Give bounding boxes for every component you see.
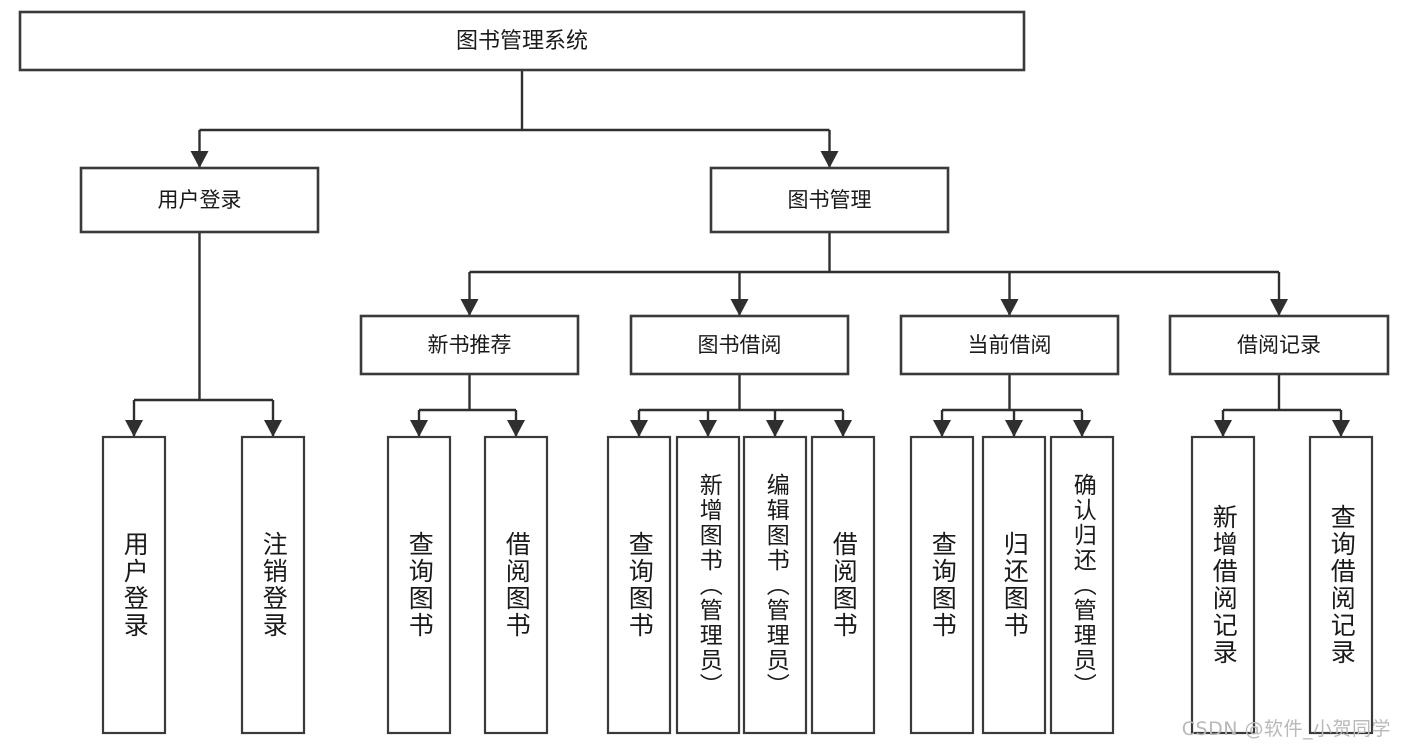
node-box-leaf-user-logout[interactable]: [240, 435, 306, 735]
node-box-current-borrow[interactable]: [899, 314, 1120, 376]
node-label-current-borrow: 当前借阅: [968, 333, 1052, 357]
node-box-leaf-add-book[interactable]: [675, 435, 741, 735]
arrow-head-icon-leaf-user-logout: [264, 420, 282, 437]
arrow-head-icon-leaf-query-book-rec: [410, 420, 428, 437]
node-box-leaf-edit-book[interactable]: [742, 435, 808, 735]
node-box-leaf-query-borrow-record[interactable]: [1308, 435, 1374, 735]
arrow-head-icon-leaf-edit-book: [766, 420, 784, 437]
node-label-book-manage: 图书管理: [788, 188, 872, 212]
node-box-leaf-query-book-borrow[interactable]: [606, 435, 672, 735]
arrow-head-icon-new-book-rec: [460, 299, 479, 316]
node-box-book-manage[interactable]: [709, 166, 950, 234]
connectors-layer: [125, 70, 1350, 437]
arrow-head-icon-leaf-user-login: [125, 420, 143, 437]
node-box-user-login[interactable]: [79, 166, 320, 234]
node-box-new-book-rec[interactable]: [359, 314, 580, 376]
arrow-head-icon-user-login: [190, 151, 209, 168]
node-label-user-login: 用户登录: [158, 188, 242, 212]
arrow-head-icon-leaf-query-book-cur: [933, 420, 951, 437]
node-box-leaf-user-login[interactable]: [101, 435, 167, 735]
node-box-leaf-query-book-cur[interactable]: [909, 435, 975, 735]
arrow-head-icon-book-borrow: [730, 299, 749, 316]
arrow-head-icon-leaf-borrow-book: [834, 420, 852, 437]
node-label-new-book-rec: 新书推荐: [428, 333, 512, 357]
watermark-text: CSDN @软件_小贺同学: [1181, 718, 1391, 740]
arrow-head-icon-borrow-record: [1270, 299, 1288, 316]
arrow-head-icon-leaf-return-book: [1005, 420, 1023, 437]
arrow-head-icon-current-borrow: [1000, 299, 1019, 316]
node-box-leaf-return-book[interactable]: [981, 435, 1047, 735]
arrow-head-icon-leaf-query-borrow-record: [1332, 420, 1350, 437]
arrow-head-icon-leaf-query-book-borrow: [630, 420, 648, 437]
node-box-leaf-borrow-book[interactable]: [810, 435, 876, 735]
node-box-leaf-query-book-rec[interactable]: [386, 435, 452, 735]
boxes-layer: [18, 10, 1390, 735]
node-box-root[interactable]: [18, 10, 1026, 72]
node-label-book-borrow: 图书借阅: [698, 333, 782, 357]
arrow-head-icon-leaf-add-book: [699, 420, 717, 437]
node-box-leaf-add-borrow-record[interactable]: [1190, 435, 1256, 735]
node-label-root: 图书管理系统: [456, 29, 588, 54]
arrow-head-icon-leaf-borrow-book-rec: [507, 420, 525, 437]
node-box-leaf-borrow-book-rec[interactable]: [483, 435, 549, 735]
arrow-head-icon-leaf-confirm-return: [1073, 420, 1091, 437]
node-label-borrow-record: 借阅记录: [1237, 333, 1321, 357]
arrow-head-icon-leaf-add-borrow-record: [1214, 420, 1232, 437]
node-box-leaf-confirm-return[interactable]: [1049, 435, 1115, 735]
node-box-borrow-record[interactable]: [1168, 314, 1390, 376]
node-box-book-borrow[interactable]: [629, 314, 850, 376]
arrow-head-icon-book-manage: [820, 151, 839, 168]
